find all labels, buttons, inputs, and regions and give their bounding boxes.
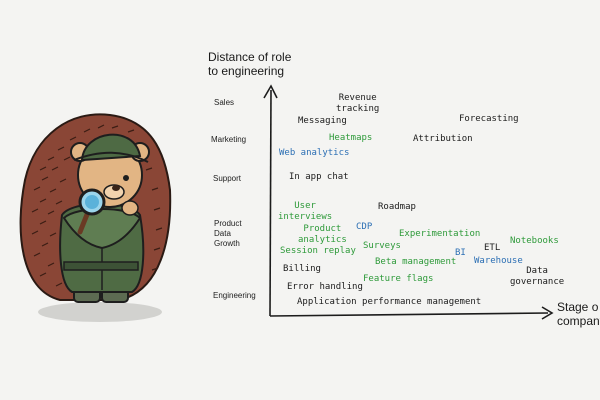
item-product-analytics-line-1: Product xyxy=(303,224,342,234)
y-axis-arrow xyxy=(263,84,278,99)
item-error-handling: Error handling xyxy=(287,282,363,292)
item-roadmap: Roadmap xyxy=(378,202,416,212)
row-label-product-data-growth: Product Data Growth xyxy=(214,219,242,249)
hedgehog-detective-illustration xyxy=(19,113,172,322)
item-user-interviews-line-2: interviews xyxy=(278,212,333,222)
item-beta-management: Beta management xyxy=(375,257,457,267)
row-label-marketing: Marketing xyxy=(211,135,247,144)
item-revenue-tracking-line-2: tracking xyxy=(336,104,380,114)
y-axis-title-line-1: Distance of role xyxy=(208,50,292,64)
row-label-engineering: Engineering xyxy=(213,291,256,300)
item-experimentation: Experimentation xyxy=(399,229,481,239)
item-feature-flags: Feature flags xyxy=(363,274,434,284)
item-in-app-chat: In app chat xyxy=(289,172,349,182)
item-billing: Billing xyxy=(283,264,321,274)
x-axis-title-line-1: Stage o xyxy=(557,300,599,314)
item-bi: BI xyxy=(455,248,466,258)
y-axis-line xyxy=(269,89,272,317)
item-surveys: Surveys xyxy=(363,241,401,251)
item-revenue-tracking: Revenue tracking xyxy=(336,93,379,115)
item-warehouse: Warehouse xyxy=(474,256,523,266)
row-label-support: Support xyxy=(213,174,242,183)
item-messaging: Messaging xyxy=(298,116,347,126)
item-heatmaps: Heatmaps xyxy=(329,133,373,143)
x-axis-title-line-2: company xyxy=(557,314,600,328)
item-product-analytics-line-2: analytics xyxy=(298,235,347,245)
x-axis-title: Stage o company xyxy=(557,300,600,328)
item-etl: ETL xyxy=(484,243,501,253)
item-data-governance-line-1: Data xyxy=(526,266,548,276)
row-label-sales: Sales xyxy=(214,98,235,107)
item-revenue-tracking-line-1: Revenue xyxy=(338,93,377,103)
y-axis-title-line-2: to engineering xyxy=(208,64,285,78)
x-axis-arrow xyxy=(541,306,554,320)
item-application-performance-management: Application performance management xyxy=(297,297,482,307)
item-user-interviews-line-1: User xyxy=(294,201,316,211)
item-product-analytics: Product analytics xyxy=(298,224,347,246)
item-forecasting: Forecasting xyxy=(459,114,519,124)
item-cdp: CDP xyxy=(356,222,373,232)
y-axis-title: Distance of role to engineering xyxy=(208,50,291,78)
item-data-governance: Data governance xyxy=(510,266,564,288)
item-notebooks: Notebooks xyxy=(510,236,559,246)
row-label-data: Data xyxy=(214,229,231,238)
item-attribution: Attribution xyxy=(413,134,473,144)
item-user-interviews: User interviews xyxy=(278,201,332,223)
row-label-growth: Growth xyxy=(214,239,240,248)
row-label-product: Product xyxy=(214,219,242,228)
item-web-analytics: Web analytics xyxy=(279,148,350,158)
item-session-replay: Session replay xyxy=(280,246,356,256)
x-axis-line xyxy=(269,312,549,317)
item-data-governance-line-2: governance xyxy=(510,277,565,287)
